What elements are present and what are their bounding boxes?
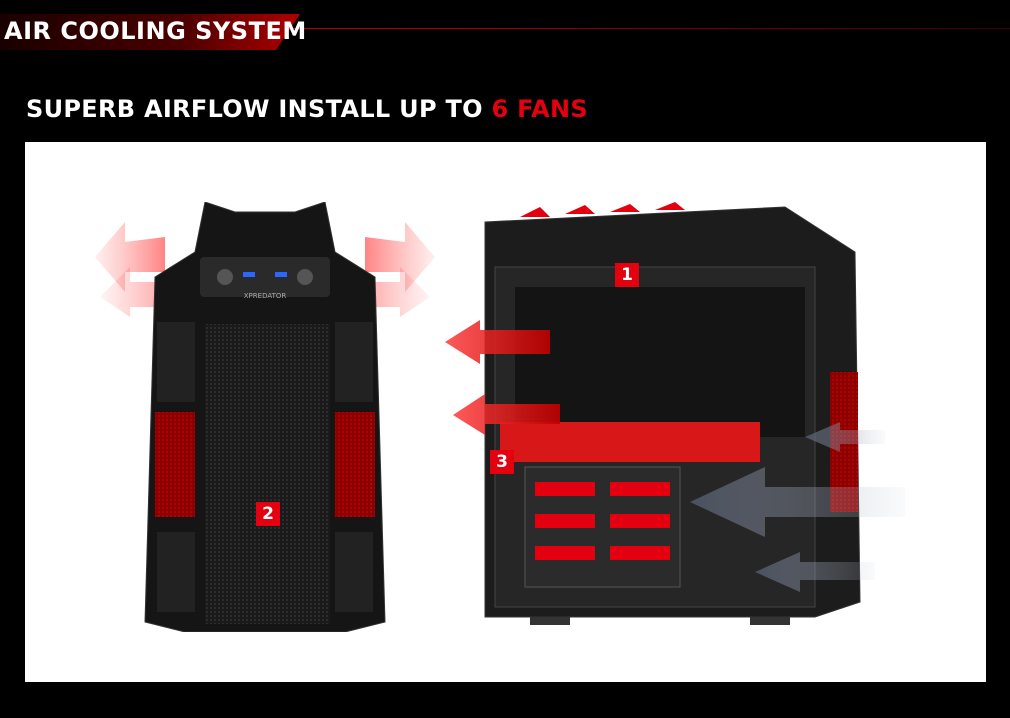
knob-icon	[297, 269, 313, 285]
headline-text: SUPERB AIRFLOW INSTALL UP TO	[26, 95, 492, 123]
case-side-illustration	[445, 202, 905, 625]
callout-badge-3: 3	[490, 450, 514, 474]
airflow-arrow-icon	[690, 422, 905, 592]
knob-icon	[217, 269, 233, 285]
callout-badge-1: 1	[615, 263, 639, 287]
header-divider	[285, 28, 1010, 29]
headline-accent: 6 FANS	[491, 95, 588, 123]
product-image-panel: XPREDATOR 2	[25, 142, 986, 682]
page-title: AIR COOLING SYSTEM	[4, 17, 307, 45]
case-front-illustration: XPREDATOR	[95, 202, 435, 632]
header-bar	[0, 14, 300, 50]
usb-port-icon	[275, 272, 287, 277]
callout-badge-2: 2	[256, 502, 280, 526]
page-header: AIR COOLING SYSTEM	[0, 0, 1010, 52]
front-brand-text: XPREDATOR	[244, 292, 287, 300]
headline: SUPERB AIRFLOW INSTALL UP TO 6 FANS	[26, 95, 588, 123]
usb-port-icon	[243, 272, 255, 277]
airflow-arrow-icon	[445, 320, 560, 435]
